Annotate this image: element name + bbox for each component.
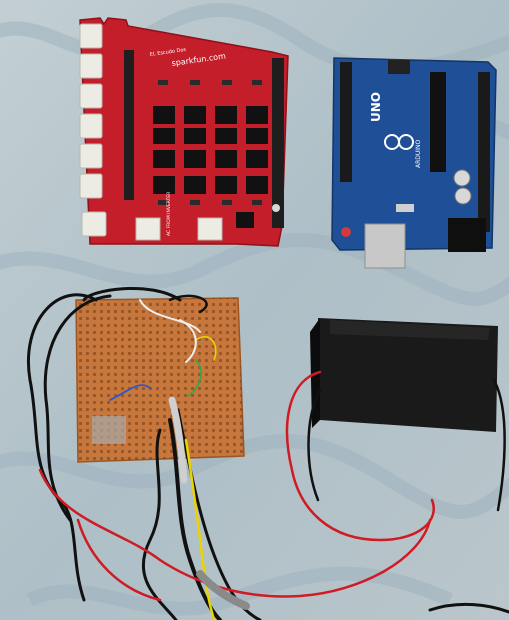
wires [27, 287, 509, 620]
arduino-uno-board: UNO ARDUINO [331, 57, 497, 269]
el-escudo-shield: sparkfun.com EL Escudo Dos AC FROM INVER… [79, 17, 289, 247]
shield-left-connectors [79, 23, 107, 237]
arduino-infinity-logo [384, 134, 414, 150]
reset-button [272, 204, 280, 212]
shield-header-left [124, 50, 134, 200]
dc-barrel-jack [448, 218, 486, 252]
shield-header-right [272, 58, 284, 228]
crystal [396, 204, 414, 212]
small-components [158, 80, 262, 205]
arduino-brand-label: ARDUINO [415, 139, 422, 168]
arduino-model-label: UNO [369, 92, 383, 122]
usb-b-port [364, 223, 406, 269]
pin-header-cluster [92, 416, 126, 444]
atmega-chip [430, 72, 446, 172]
arduino-reset-button [341, 227, 351, 237]
shield-ac-label: AC FROM INVERTER [166, 192, 172, 236]
capacitor-1 [453, 169, 471, 187]
triac-grid [153, 106, 268, 194]
icsp-header [388, 60, 410, 74]
shield-title-label: EL Escudo Dos [149, 47, 186, 58]
inverter-connector [197, 217, 223, 241]
perfboard [75, 297, 245, 463]
ac-input-connector [135, 217, 161, 241]
regulator-chip [236, 212, 254, 228]
capacitor-2 [454, 187, 472, 205]
inverter-enclosure [310, 318, 498, 432]
arduino-digital-header [340, 62, 352, 182]
arduino-power-header [478, 72, 490, 232]
